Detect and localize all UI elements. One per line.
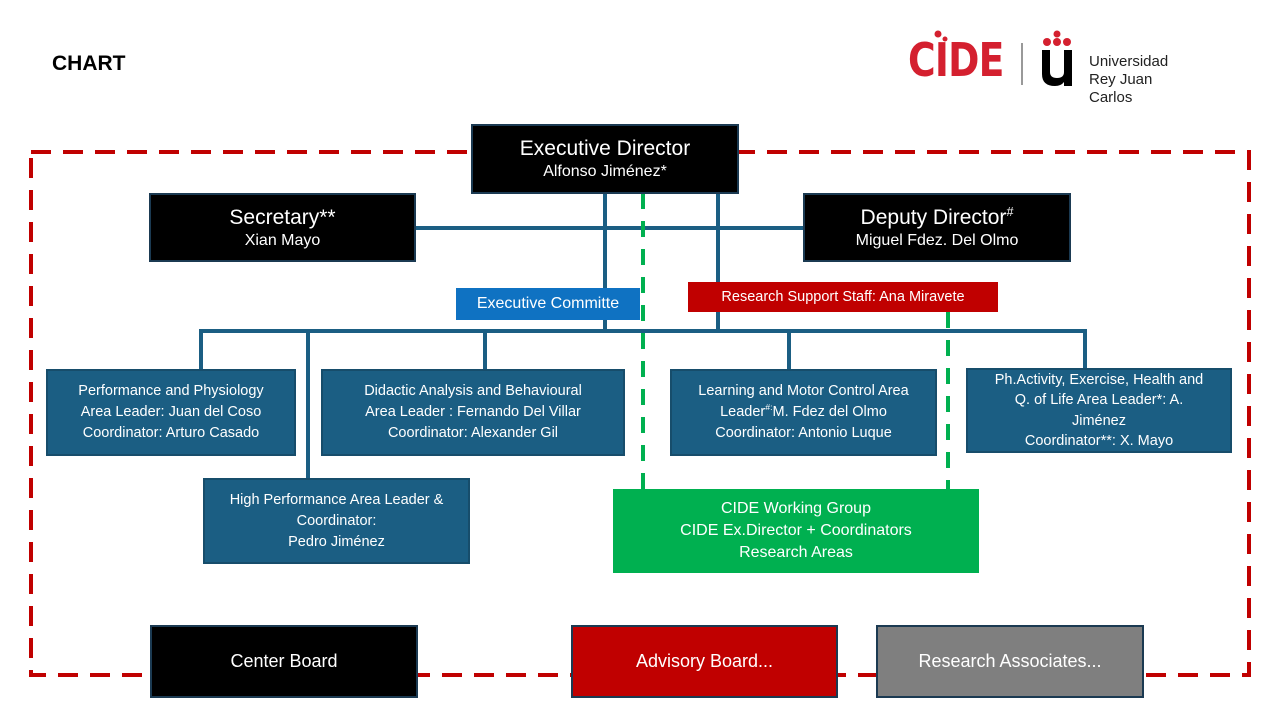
working-group-title: CIDE Working Group bbox=[721, 500, 871, 517]
executive-committee-label[interactable]: Executive Committe bbox=[456, 288, 640, 320]
university-name-line1: Universidad bbox=[1089, 53, 1169, 70]
area-leader-name: Pedro Jiménez bbox=[288, 533, 385, 550]
area-leader-prefix: Leader bbox=[720, 404, 766, 420]
deputy-director-role: Deputy Director# bbox=[861, 205, 1014, 231]
area-box-physical-activity-health[interactable]: Ph.Activity, Exercise, Health and Q. of … bbox=[966, 368, 1232, 453]
advisory-board-box[interactable]: Advisory Board... bbox=[571, 625, 838, 698]
secretary-role: Secretary** bbox=[229, 205, 336, 229]
logo-divider bbox=[1021, 43, 1023, 85]
university-name-line2: Rey Juan Carlos bbox=[1089, 71, 1153, 106]
deputy-director-role-text: Deputy Director bbox=[860, 205, 1007, 229]
research-support-staff-label[interactable]: Research Support Staff: Ana Miravete bbox=[688, 282, 998, 312]
secretary-name: Xian Mayo bbox=[244, 231, 321, 249]
executive-director-name: Alfonso Jiménez* bbox=[543, 163, 667, 180]
university-name: Universidad Rey Juan Carlos bbox=[1089, 53, 1168, 107]
center-board-box[interactable]: Center Board bbox=[150, 625, 418, 698]
research-associates-box[interactable]: Research Associates... bbox=[876, 625, 1144, 698]
area-box-learning-motor-control[interactable]: Learning and Motor Control Area Leader#:… bbox=[670, 369, 937, 456]
area-coordinator: Coordinator**: X. Mayo bbox=[1024, 433, 1174, 449]
area-coordinator: Coordinator: Arturo Casado bbox=[82, 425, 260, 441]
area-coordinator: Coordinator: Antonio Luque bbox=[715, 425, 892, 441]
secretary-box[interactable]: Secretary** Xian Mayo bbox=[149, 193, 416, 262]
executive-director-role: Executive Director bbox=[519, 137, 691, 160]
area-title: Learning and Motor Control Area bbox=[698, 383, 909, 399]
area-leader: Area Leader : Fernando Del Villar bbox=[365, 404, 581, 420]
page-title: CHART bbox=[52, 52, 126, 75]
area-leader-name: Jiménez bbox=[1072, 412, 1126, 429]
area-coordinator: Coordinator: Alexander Gil bbox=[387, 425, 559, 441]
cide-working-group-box[interactable]: CIDE Working Group CIDE Ex.Director + Co… bbox=[613, 489, 979, 573]
area-title: Ph.Activity, Exercise, Health and bbox=[994, 371, 1204, 388]
urjc-crown-icon bbox=[1043, 30, 1071, 46]
area-title: Didactic Analysis and Behavioural bbox=[364, 383, 582, 399]
working-group-areas: Research Areas bbox=[739, 544, 853, 561]
center-board-label: Center Board bbox=[230, 651, 338, 671]
deputy-director-box[interactable]: Deputy Director# Miguel Fdez. Del Olmo bbox=[803, 193, 1071, 262]
area-leader-mark: #: bbox=[765, 402, 773, 413]
cide-logo-dots-icon bbox=[934, 30, 948, 42]
area-leader: Q. of Life Area Leader*: A. bbox=[1014, 392, 1184, 408]
area-title: High Performance Area Leader & bbox=[229, 491, 444, 508]
working-group-members: CIDE Ex.Director + Coordinators bbox=[680, 522, 912, 539]
area-title: Performance and Physiology bbox=[78, 383, 264, 399]
area-box-didactic-analysis[interactable]: Didactic Analysis and Behavioural Area L… bbox=[321, 369, 625, 456]
deputy-director-name: Miguel Fdez. Del Olmo bbox=[855, 231, 1019, 249]
area-leader: Leader#:M. Fdez del Olmo bbox=[720, 402, 887, 423]
research-support-staff-text: Research Support Staff: Ana Miravete bbox=[721, 289, 965, 305]
area-box-performance-physiology[interactable]: Performance and Physiology Area Leader: … bbox=[46, 369, 296, 456]
deputy-director-role-mark: # bbox=[1006, 204, 1014, 219]
area-box-high-performance[interactable]: High Performance Area Leader & Coordinat… bbox=[203, 478, 470, 564]
area-leader-name: M. Fdez del Olmo bbox=[772, 404, 887, 420]
urjc-u-icon bbox=[1042, 50, 1072, 86]
area-leader: Area Leader: Juan del Coso bbox=[80, 404, 262, 420]
cide-logo-text: CIDE bbox=[908, 33, 1004, 87]
executive-director-box[interactable]: Executive Director Alfonso Jiménez* bbox=[471, 124, 739, 194]
area-role: Coordinator: bbox=[296, 512, 377, 529]
advisory-board-label: Advisory Board... bbox=[635, 651, 774, 671]
research-associates-label: Research Associates... bbox=[918, 651, 1102, 671]
